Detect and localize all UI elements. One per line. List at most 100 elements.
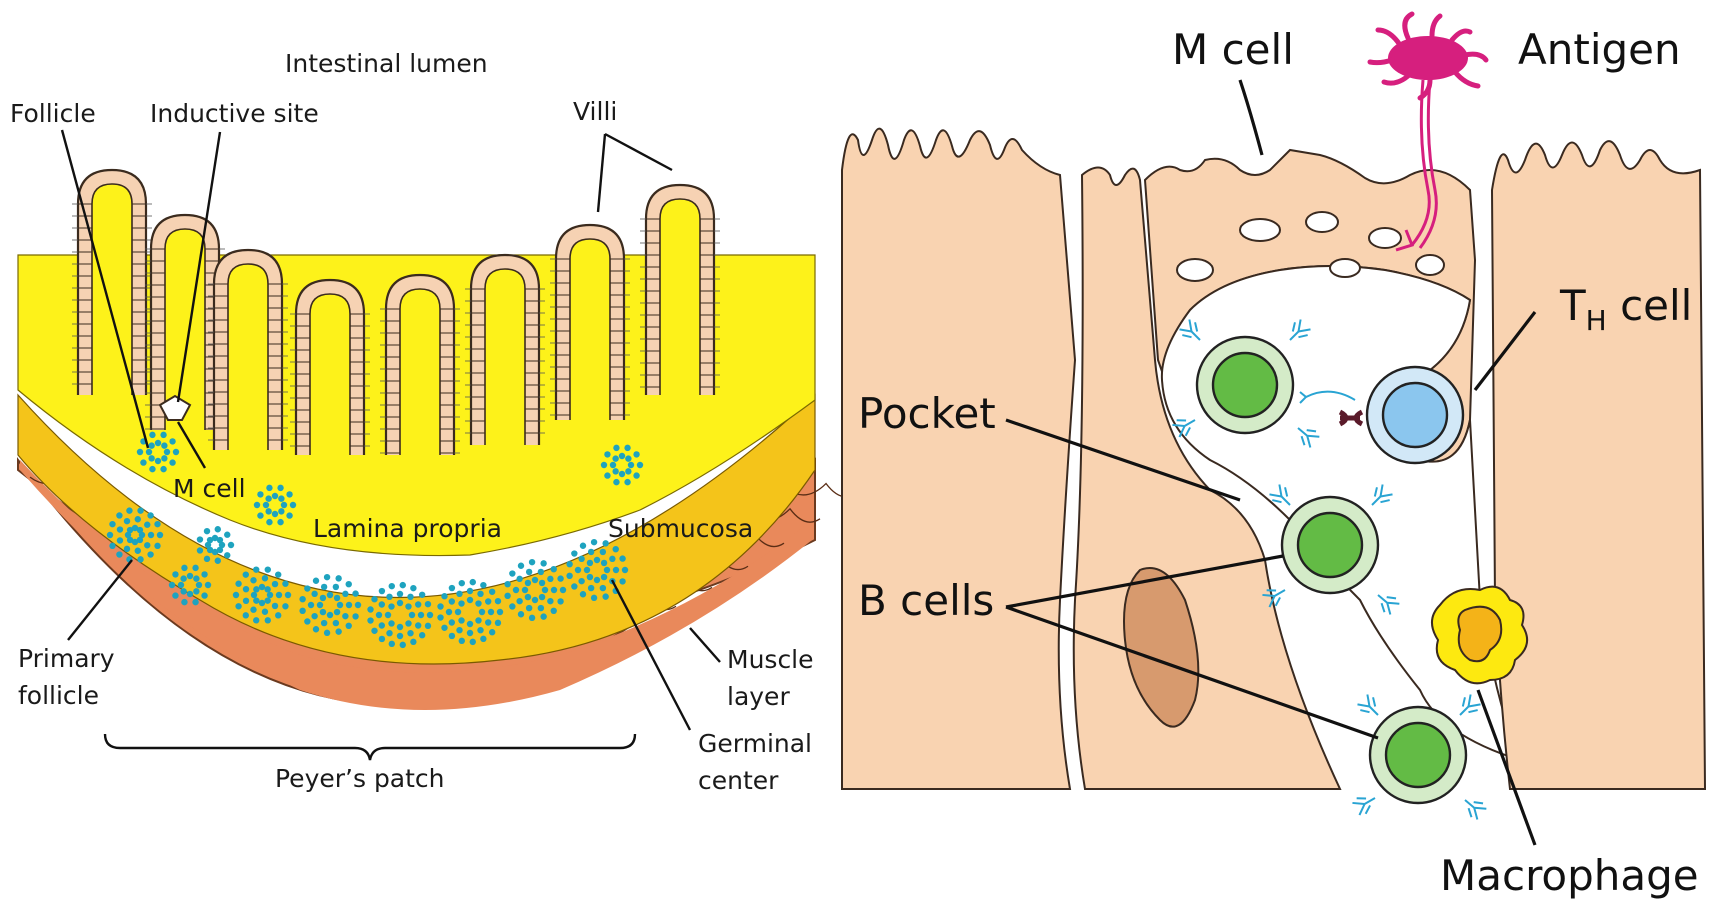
follicle-dot (311, 591, 317, 597)
follicle-dot (109, 521, 115, 527)
follicle-dot (625, 468, 631, 474)
follicle-dot (588, 549, 594, 555)
follicle-dot (342, 591, 348, 597)
follicle-dot (410, 585, 416, 591)
follicle-dot (243, 586, 249, 592)
follicle-dot (321, 584, 327, 590)
follicle-dot (594, 557, 600, 563)
follicle-dot (154, 543, 160, 549)
follicle-dot (475, 617, 481, 623)
follicle-dot (355, 602, 361, 608)
villi-group (72, 170, 720, 455)
follicle-dot (619, 578, 625, 584)
th-cell-nucleus (1383, 383, 1447, 447)
follicle-dot (320, 595, 326, 601)
follicle-dot (437, 614, 443, 620)
follicle-dot (286, 491, 292, 497)
follicle-dot (547, 598, 553, 604)
follicle-dot (397, 600, 403, 606)
follicle-dot (405, 620, 411, 626)
follicle-dot (540, 613, 546, 619)
follicle-dot (161, 442, 167, 448)
follicle-dot (441, 593, 447, 599)
follicle-dot (385, 612, 391, 618)
villus-core (660, 199, 700, 395)
follicle-dot (513, 587, 519, 593)
muscle-layer-leader (690, 628, 720, 662)
follicle-dot (538, 605, 544, 611)
follicle-dot (578, 556, 584, 562)
follicle-dot (253, 586, 259, 592)
villus-core (570, 239, 610, 420)
follicle-dot (560, 587, 566, 593)
peyers-patch-brace (105, 734, 635, 760)
follicle-dot (419, 592, 425, 598)
antibody (1356, 693, 1384, 721)
follicle-dot (604, 567, 610, 573)
follicle-dot (193, 575, 199, 581)
follicle-dot (147, 551, 153, 557)
follicle-dot (180, 575, 186, 581)
follicle-dot (446, 609, 452, 615)
follicle-dot (504, 593, 510, 599)
follicle-dot (604, 451, 610, 457)
follicle-dot (154, 521, 160, 527)
follicle-dot (324, 574, 330, 580)
follicle-dot (467, 597, 473, 603)
follicle-dot (467, 621, 473, 627)
follicle-dot (169, 582, 175, 588)
follicle-dot (425, 623, 431, 629)
follicle-dot (400, 582, 406, 588)
follicle-dot (148, 532, 154, 538)
follicle-dot (532, 597, 538, 603)
follicle-dot (251, 592, 257, 598)
follicle-dot (196, 582, 202, 588)
follicle-dot (418, 612, 424, 618)
follicle-dot (192, 565, 198, 571)
follicle-dot (144, 542, 150, 548)
follicle-dot (415, 601, 421, 607)
follicle-dot (386, 594, 392, 600)
follicle-dot (400, 642, 406, 648)
follicle-dot (551, 587, 557, 593)
follicle-dot (299, 596, 305, 602)
follicle-dot (282, 581, 288, 587)
follicle-dot (146, 449, 152, 455)
follicle-dot (449, 598, 455, 604)
follicle-dot (278, 495, 284, 501)
follicle-dot (321, 620, 327, 626)
follicle-dot (161, 455, 167, 461)
follicle-dot (172, 571, 178, 577)
follicle-dot (116, 512, 122, 518)
follicle-dot (259, 600, 265, 606)
follicle-dot (253, 566, 259, 572)
follicle-dot (254, 502, 260, 508)
label-germinal-center-line1: Germinal (698, 729, 812, 758)
follicle-dot (169, 459, 175, 465)
follicle-dot (124, 546, 130, 552)
follicle-dot (379, 636, 385, 642)
follicle-dot (275, 612, 281, 618)
follicle-dot (480, 582, 486, 588)
label-th-cell-subscript: H (1586, 304, 1607, 337)
follicle-dot (467, 588, 473, 594)
follicle-dot (479, 609, 485, 615)
follicle-dot (137, 449, 143, 455)
follicle-dot (334, 609, 340, 615)
label-submucosa: Submucosa (608, 514, 753, 543)
follicle-dot (619, 555, 625, 561)
follicle-dot (612, 455, 618, 461)
follicle-dot (557, 598, 563, 604)
follicle-dot (386, 630, 392, 636)
follicle-dot (265, 495, 271, 501)
follicle-dot (250, 577, 256, 583)
follicle-dot (609, 556, 615, 562)
label-th-cell-suffix: cell (1607, 281, 1693, 330)
follicle-dot (467, 630, 473, 636)
follicle-dot (456, 627, 462, 633)
villus-core (228, 264, 268, 450)
follicle-dot (480, 636, 486, 642)
follicle-dot (257, 491, 263, 497)
follicle-dot (566, 573, 572, 579)
follicle-dot (253, 597, 259, 603)
